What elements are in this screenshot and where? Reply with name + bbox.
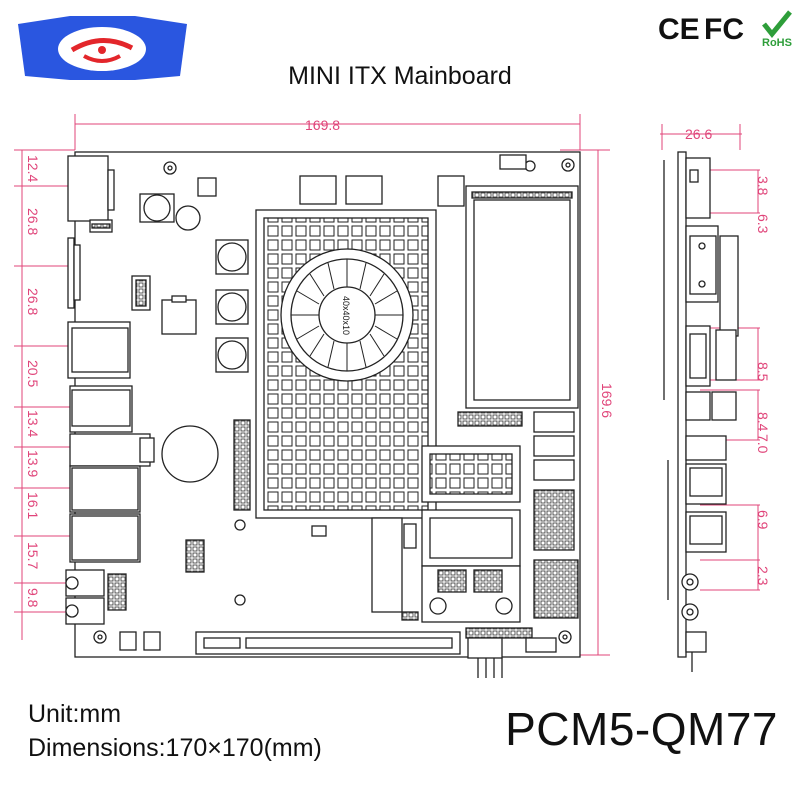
company-logo xyxy=(18,16,187,80)
side-dimension-label: 2.3 xyxy=(755,566,771,586)
left-dimension-label: 9.8 xyxy=(25,588,41,608)
side-width-dimension-label: 26.6 xyxy=(685,126,712,142)
side-dimension-label: 8.5 xyxy=(755,362,771,382)
side-dimension-label: 8.4 xyxy=(755,412,771,432)
left-dimension-label: 26.8 xyxy=(25,208,41,235)
unit-label: Unit:mm xyxy=(28,700,122,728)
page-title: MINI ITX Mainboard xyxy=(288,62,512,90)
dimension-labels: 169.8 26.6 169.6 12.4 26.8 26.8 20.5 13.… xyxy=(25,117,771,608)
left-dimension-label: 16.1 xyxy=(25,492,41,519)
left-dimension-label: 13.4 xyxy=(25,410,41,437)
left-dimension-label: 12.4 xyxy=(25,155,41,182)
side-dimension-label: 6.9 xyxy=(755,510,771,530)
io-connectors xyxy=(65,155,155,625)
fc-mark: FC xyxy=(704,13,744,46)
pin-headers xyxy=(119,411,579,653)
dimension-lines xyxy=(14,114,760,656)
ce-mark: CE xyxy=(658,13,700,46)
certification-marks: CE FC RoHS xyxy=(658,10,792,48)
side-dimension-label: 6.3 xyxy=(755,214,771,234)
rohs-mark: RoHS xyxy=(762,37,792,48)
fan-size-label: 40x40x10 xyxy=(341,296,351,335)
board-top-view: 40x40x10 xyxy=(65,151,581,678)
dimensions-label: Dimensions:170×170(mm) xyxy=(28,734,322,762)
left-dimension-label: 13.9 xyxy=(25,450,41,477)
left-dimension-label: 15.7 xyxy=(25,542,41,569)
chipset xyxy=(311,517,417,613)
side-dimension-label: 3.8 xyxy=(755,176,771,196)
sata-connectors xyxy=(533,411,575,481)
rohs-check-icon xyxy=(762,10,792,38)
board-side-view xyxy=(663,151,739,672)
fan-blades xyxy=(291,259,403,371)
cpu-heatsink: 40x40x10 xyxy=(255,175,437,519)
height-dimension-label: 169.6 xyxy=(599,383,615,418)
power-components xyxy=(131,177,249,483)
pcie-slot xyxy=(195,631,503,678)
side-dimension-label: 7.0 xyxy=(755,434,771,454)
model-name: PCM5-QM77 xyxy=(505,703,778,755)
mini-pcie-slots xyxy=(421,445,521,623)
left-dimension-label: 26.8 xyxy=(25,288,41,315)
sodimm-slot xyxy=(437,154,579,409)
left-dimension-label: 20.5 xyxy=(25,360,41,387)
width-dimension-label: 169.8 xyxy=(305,117,340,133)
